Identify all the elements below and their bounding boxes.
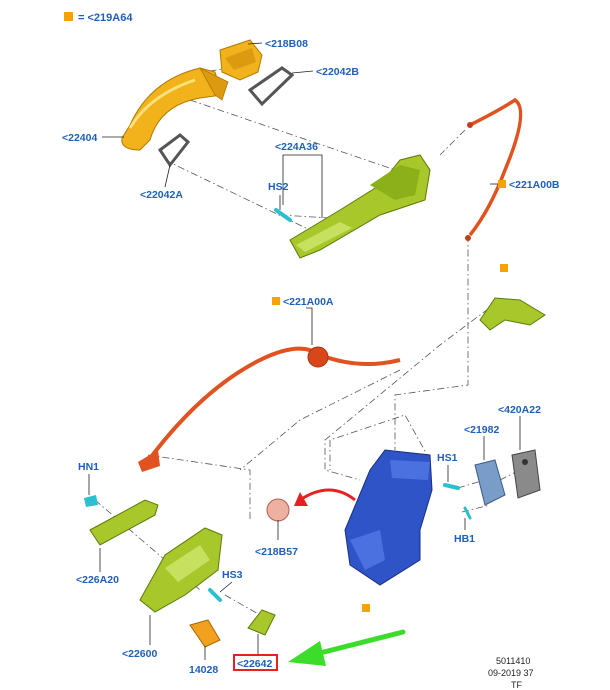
nut-hn1 <box>84 495 98 507</box>
screw-hs2 <box>274 208 292 222</box>
label-HS1: HS1 <box>437 452 458 464</box>
cable-bracket <box>479 297 546 331</box>
marker-square-icon <box>272 297 280 305</box>
highlighted-callout: <22642 <box>233 654 278 671</box>
gasket-front <box>157 133 191 168</box>
label-218B57: <218B57 <box>255 546 298 558</box>
green-pointer-arrow <box>288 629 406 666</box>
label-22404: <22404 <box>62 132 97 144</box>
label-224A36: <224A36 <box>275 141 318 153</box>
marker-square-icon <box>500 264 508 272</box>
callout-labels: <218B08 <22042B <22404 <22042A <224A36 H… <box>62 38 560 676</box>
gasket-rear <box>247 66 295 107</box>
label-22042A: <22042A <box>140 189 183 201</box>
leader-lines <box>88 42 521 660</box>
legend: = <219A64 <box>64 12 133 24</box>
label-HN1: HN1 <box>78 461 99 473</box>
cable-upper <box>465 97 523 241</box>
reference-block: 5011410 09-2019 37 TF <box>488 656 534 690</box>
rotation-arrow <box>299 488 356 502</box>
handle-cap <box>219 39 263 81</box>
bolt-hb1 <box>463 506 472 520</box>
label-221A00B: <221A00B <box>509 179 560 191</box>
label-22600: <22600 <box>122 648 157 660</box>
door-latch <box>344 449 433 586</box>
pawl-part <box>266 498 290 522</box>
label-22042B: <22042B <box>316 66 359 78</box>
ref-number: 5011410 <box>496 656 530 666</box>
marker-square-icon <box>498 180 506 188</box>
interior-handle-bezel <box>89 499 159 546</box>
marker-square-icon <box>362 604 370 612</box>
label-218B08: <218B08 <box>265 38 308 50</box>
legend-square-icon <box>64 12 73 21</box>
label-HS3: HS3 <box>222 569 243 581</box>
exterior-handle <box>121 67 229 151</box>
label-HS2: HS2 <box>268 181 289 193</box>
ref-code: TF <box>511 680 522 690</box>
legend-text: = <219A64 <box>78 12 133 24</box>
cover-22642 <box>247 609 276 636</box>
handle-bracket <box>289 154 431 259</box>
screw-hs3 <box>208 588 222 602</box>
label-22642: <22642 <box>237 658 272 670</box>
highlight-box <box>233 654 278 671</box>
switch-14028 <box>189 619 221 648</box>
label-21982: <21982 <box>464 424 499 436</box>
latch-bracket <box>474 459 506 506</box>
label-226A20: <226A20 <box>76 574 119 586</box>
label-14028: 14028 <box>189 664 218 676</box>
label-420A22: <420A22 <box>498 404 541 416</box>
label-HB1: HB1 <box>454 533 475 545</box>
striker-plate <box>511 449 541 499</box>
cable-lower <box>138 346 401 472</box>
interior-handle <box>139 527 223 613</box>
screw-hs1 <box>443 483 460 490</box>
label-221A00A: <221A00A <box>283 296 334 308</box>
ref-date: 09-2019 37 <box>488 668 534 678</box>
